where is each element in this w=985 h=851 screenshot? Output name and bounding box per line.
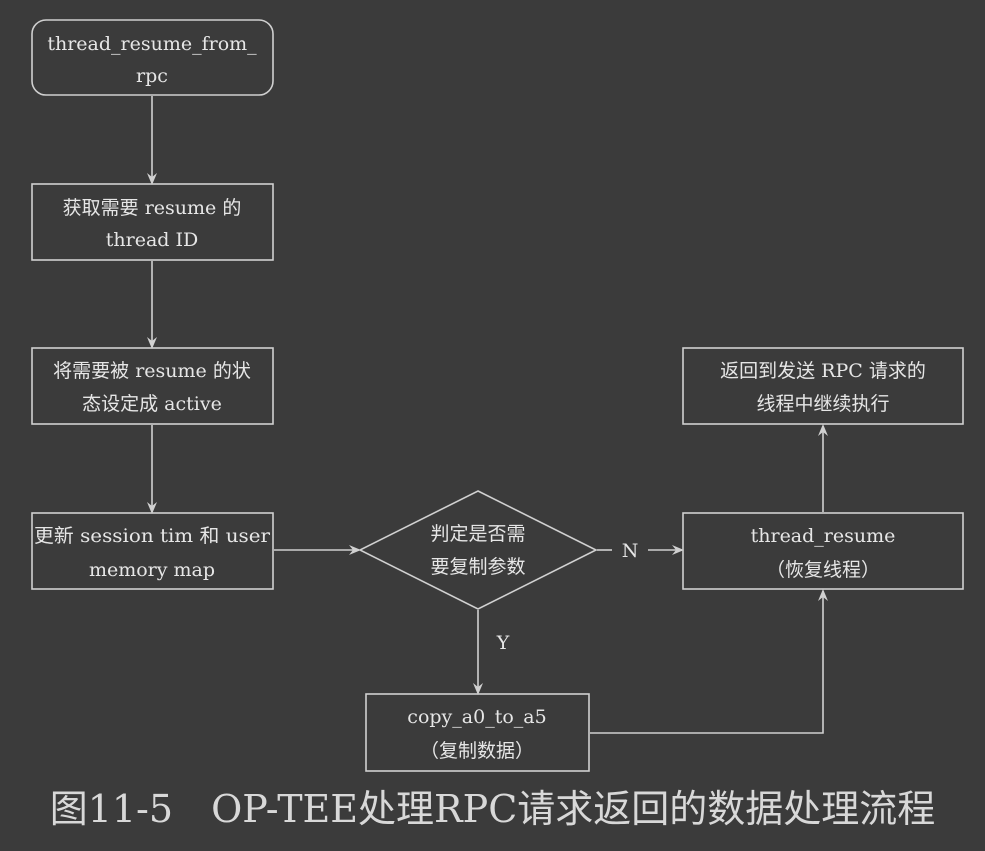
node-update-session: 更新 session tim 和 user memory map [31, 512, 274, 590]
node-return-rpc: 返回到发送 RPC 请求的 线程中继续执行 [682, 347, 964, 425]
copy-args-text-line-2: （复制数据） [420, 740, 534, 762]
copy-args-text-line-1: copy_a0_to_a5 [407, 706, 546, 728]
thread-resume-text-line-1: thread_resume [751, 525, 896, 547]
set-active-text-line-1: 将需要被 resume 的状 [53, 360, 251, 382]
decision-diamond [358, 490, 598, 610]
edge-label-no: N [622, 540, 639, 562]
return-rpc-text-line-2: 线程中继续执行 [756, 393, 889, 415]
return-rpc-text-line-1: 返回到发送 RPC 请求的 [720, 360, 926, 382]
edge-label-yes: Y [496, 632, 510, 654]
thread-resume-text-line-2: （恢复线程） [766, 559, 880, 581]
figure-caption: 图11-5 OP-TEE处理RPC请求返回的数据处理流程 [49, 787, 936, 831]
start-text-line-2: rpc [136, 65, 168, 87]
node-decision: 判定是否需 要复制参数 [358, 490, 598, 610]
decision-text-line-1: 判定是否需 [430, 523, 525, 545]
node-thread-resume: thread_resume （恢复线程） [682, 512, 964, 590]
edge-copy-args-to-thread-resume [590, 589, 828, 734]
set-active-text-line-2: 态设定成 active [82, 393, 222, 415]
node-set-active: 将需要被 resume 的状 态设定成 active [31, 347, 274, 425]
update-session-text-line-2: memory map [89, 559, 215, 581]
get-thread-id-text-line-2: thread ID [106, 229, 198, 251]
node-copy-args: copy_a0_to_a5 （复制数据） [365, 693, 590, 772]
node-get-thread-id: 获取需要 resume 的 thread ID [31, 183, 274, 261]
node-start: thread_resume_from_ rpc [31, 19, 274, 96]
update-session-text-line-1: 更新 session tim 和 user [34, 525, 271, 547]
start-box [31, 19, 274, 96]
get-thread-id-text-line-1: 获取需要 resume 的 [63, 197, 242, 219]
start-text-line-1: thread_resume_from_ [47, 33, 257, 55]
decision-text-line-2: 要复制参数 [430, 556, 525, 578]
